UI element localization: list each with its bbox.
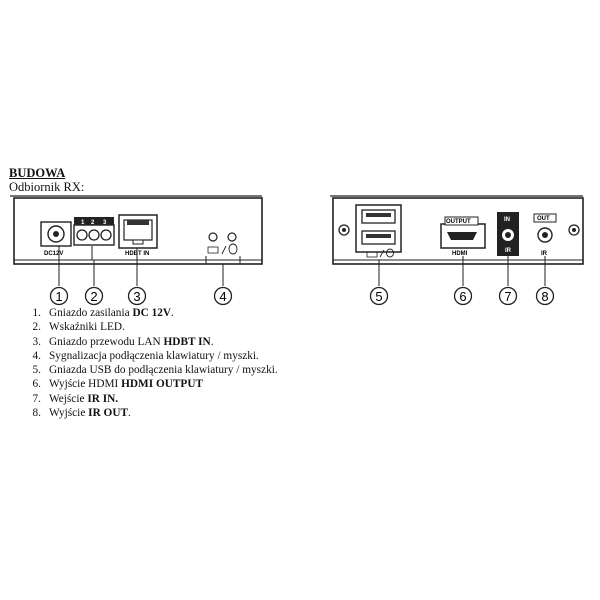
legend-item: 4.Sygnalizacja podłączenia klawiatury / … (32, 349, 259, 362)
ir-out-bottom-label: IR (541, 251, 548, 257)
legend-item: 2.Wskaźniki LED. (32, 321, 125, 334)
hdmi-port-icon (440, 216, 486, 249)
led-number: 2 (91, 220, 95, 226)
callout-8: 8 (535, 286, 555, 306)
svg-text:6: 6 (459, 289, 466, 304)
legend-item: 8.Wyjście IR OUT. (32, 407, 131, 420)
led-number: 1 (81, 220, 85, 226)
usb-ports-icon (355, 204, 402, 258)
legend-item: 7.Wejście IR IN. (32, 392, 119, 405)
ir-in-port-icon (497, 212, 519, 256)
hdmi-top-label: OUTPUT (446, 219, 471, 225)
dc-label: DC12V (44, 251, 63, 257)
svg-text:4: 4 (219, 289, 226, 304)
callout-4: 4 (213, 286, 233, 306)
component-legend: 1.Gniazdo zasilania DC 12V. 2.Wskaźniki … (15, 306, 278, 420)
svg-text:2: 2 (90, 289, 97, 304)
ir-in-top-label: IN (504, 217, 510, 223)
ir-out-top-label: OUT (537, 216, 550, 222)
callout-6: 6 (453, 286, 473, 306)
section-subheading: Odbiornik RX: (9, 180, 85, 194)
rj45-port-icon (118, 214, 158, 249)
svg-text:5: 5 (375, 289, 382, 304)
callout-1: 1 (49, 286, 69, 306)
front-panel: DC12V 1 2 3 HDBT IN (10, 195, 263, 286)
svg-text:3: 3 (133, 289, 140, 304)
callout-5: 5 (369, 286, 389, 306)
device-diagram: DC12V 1 2 3 HDBT IN (10, 195, 584, 306)
led-number: 3 (103, 220, 107, 226)
svg-text:8: 8 (541, 289, 548, 304)
kvm-indicator-icon (207, 232, 238, 255)
callout-7: 7 (498, 286, 518, 306)
hdmi-bottom-label: HDMI (452, 251, 468, 257)
legend-item: 3.Gniazdo przewodu LAN HDBT IN. (32, 335, 214, 348)
callout-3: 3 (127, 286, 147, 306)
svg-text:1: 1 (55, 289, 62, 304)
dc-jack-icon (40, 221, 72, 247)
rear-panel: OUTPUT HDMI IN IR OUT IR (330, 195, 584, 286)
led-block-icon: 1 2 3 (73, 217, 115, 246)
callout-2: 2 (84, 286, 104, 306)
ir-in-bottom-label: IR (505, 248, 512, 254)
svg-text:7: 7 (504, 289, 511, 304)
section-heading: BUDOWA (9, 166, 66, 180)
ir-out-port-icon (533, 213, 557, 243)
legend-item: 1.Gniazdo zasilania DC 12V. (32, 307, 174, 319)
legend-item: 6.Wyjście HDMI HDMI OUTPUT (32, 378, 204, 391)
legend-item: 5.Gniazda USB do podłączenia klawiatury … (32, 364, 278, 377)
